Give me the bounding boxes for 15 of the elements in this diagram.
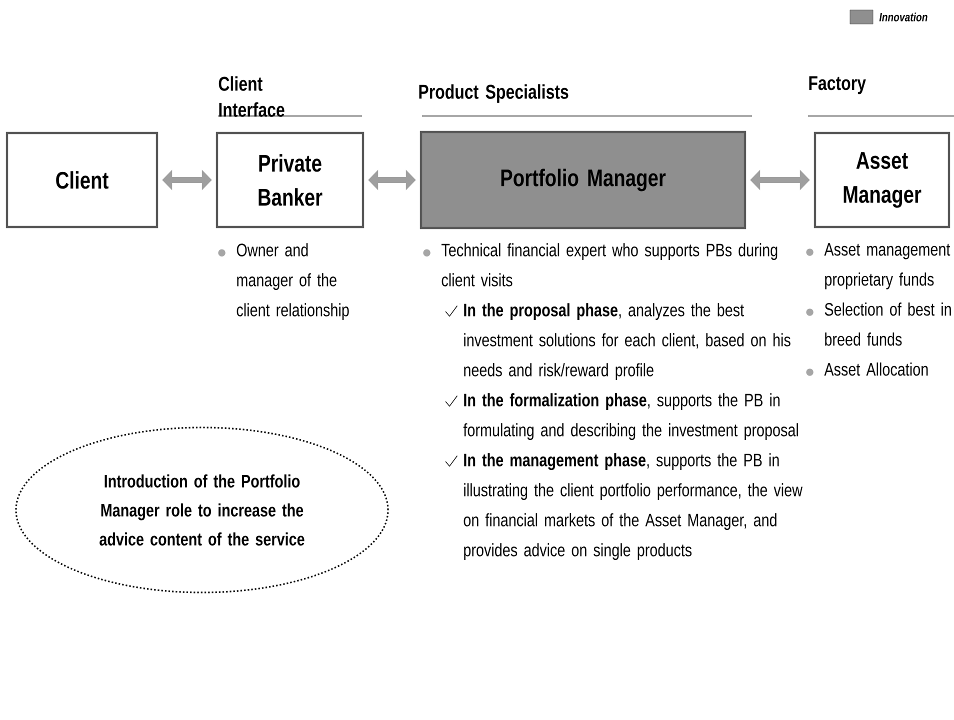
bullet-text: In the formalization phase, supports the PB in formulating and describing the investment proposal (463, 393, 798, 440)
legend-text: Innovation (879, 12, 928, 22)
bullet-text: Asset management proprietary funds (824, 243, 950, 290)
column-heading: Factory (809, 76, 866, 94)
bullet-text: Selection of best in breed funds (824, 302, 951, 346)
process-box: Asset Manager (814, 132, 950, 228)
column-heading: Product Specialists (419, 84, 568, 103)
bullet-text: Owner and manager of the client relationship (236, 243, 349, 320)
bullet-text: Technical financial expert who supports PBs during client visits (442, 243, 778, 286)
process-box: Client (6, 132, 158, 228)
process-box: Private Banker (216, 132, 364, 228)
bullet-text: In the proposal phase, analyzes the best investment solutions for each client, based on his needs and risk/reward profile (464, 303, 790, 380)
process-box: Portfolio Manager (420, 130, 746, 230)
bullet-text: Asset Allocation (824, 362, 928, 376)
bullet-text: In the management phase, supports the PB in illustrating the client portfolio performance, the view on financial markets of the Asset Manager, and provides advice on single products (464, 453, 803, 560)
